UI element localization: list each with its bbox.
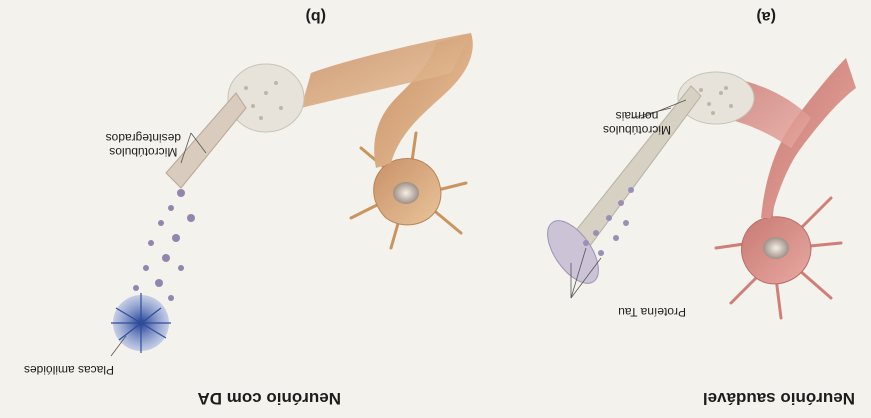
diseased-neuron	[111, 33, 473, 356]
amyloid-plaques-label: Placas amilóides	[24, 362, 114, 376]
panel-a-letter: (a)	[756, 7, 776, 25]
disintegrated-microtubules-label: Microtúbulos desintegrados	[106, 130, 181, 158]
panel-b-letter: (b)	[306, 7, 326, 25]
normal-microtubules-label: Microtúbulos normais	[603, 108, 671, 136]
panel-b-title: Neurónio com DA	[197, 388, 341, 408]
healthy-neuron	[538, 58, 856, 318]
normal-microtubules-line2: normais	[603, 108, 671, 122]
panel-a-title: Neurónio saudável	[703, 388, 855, 408]
normal-microtubules-line1: Microtúbulos	[603, 122, 671, 136]
disintegrated-microtubules-line1: Microtúbulos	[106, 144, 181, 158]
tau-protein-label: Proteína Tau	[618, 304, 686, 318]
disintegrated-microtubules-line2: desintegrados	[106, 130, 181, 144]
